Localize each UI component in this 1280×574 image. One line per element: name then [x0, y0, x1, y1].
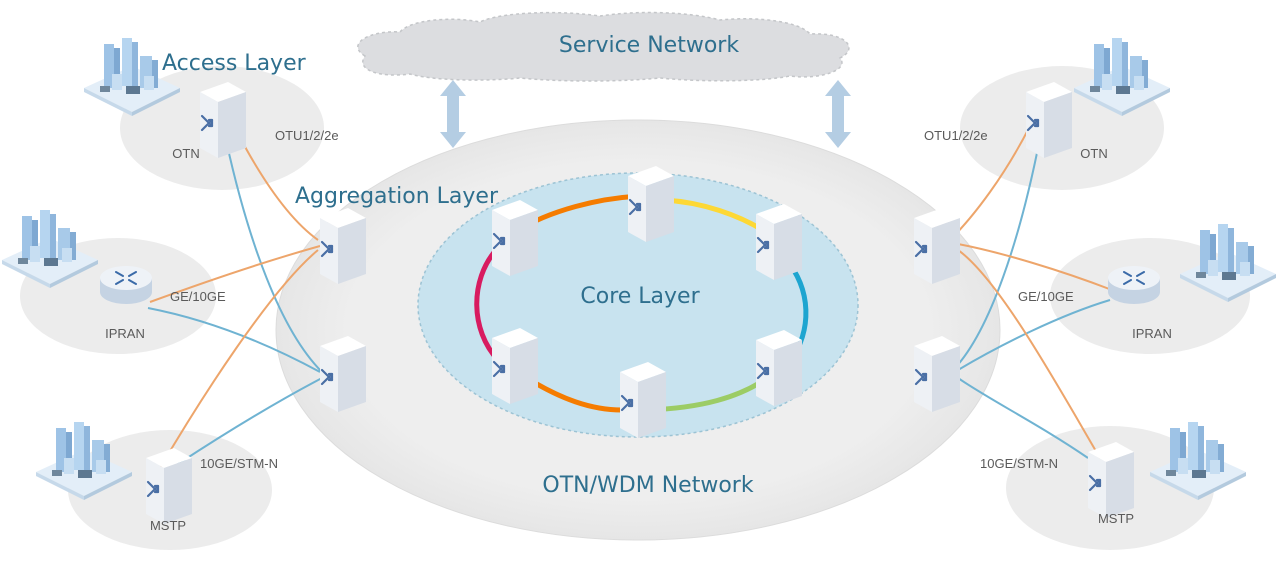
right-ipran-link-label: GE/10GE: [1018, 289, 1074, 304]
double-arrow-icon: [440, 80, 466, 148]
service-network-label: Service Network: [559, 33, 739, 58]
switch-icon: [1024, 80, 1074, 160]
router-icon: [1107, 265, 1161, 305]
switch-icon: [618, 360, 668, 440]
left-mstp-device-label: MSTP: [150, 518, 186, 533]
switch-icon: [490, 326, 540, 406]
double-arrow-icon: [825, 80, 851, 148]
switch-icon: [754, 202, 804, 282]
service-network-cloud: Service Network: [357, 11, 850, 82]
left-otn-link-label: OTU1/2/2e: [275, 128, 339, 143]
switch-icon: [626, 164, 676, 244]
right-otn-device-label: OTN: [1080, 146, 1107, 161]
switch-icon: [490, 198, 540, 278]
switch-icon: [144, 446, 194, 526]
switch-icon: [754, 328, 804, 408]
cloud-icon: [357, 11, 850, 82]
right-mstp-link-label: 10GE/STM-N: [980, 456, 1058, 471]
switch-icon: [912, 334, 962, 414]
left-mstp-link-label: 10GE/STM-N: [200, 456, 278, 471]
left-ipran-device-label: IPRAN: [105, 326, 145, 341]
router-icon: [99, 265, 153, 305]
switch-icon: [1086, 440, 1136, 520]
access-layer-label: Access Layer: [162, 51, 307, 76]
right-mstp-device-label: MSTP: [1098, 511, 1134, 526]
right-otn-link-label: OTU1/2/2e: [924, 128, 988, 143]
switch-icon: [318, 206, 368, 286]
left-otn-device-label: OTN: [172, 146, 199, 161]
right-ipran-device-label: IPRAN: [1132, 326, 1172, 341]
switch-icon: [912, 206, 962, 286]
left-ipran-link-label: GE/10GE: [170, 289, 226, 304]
core-layer-label: Core Layer: [580, 284, 700, 309]
aggregation-layer-label: Aggregation Layer: [295, 184, 499, 209]
aggregation-core-links: [368, 237, 912, 373]
switch-icon: [198, 80, 248, 160]
switch-icon: [318, 334, 368, 414]
otn-wdm-network-label: OTN/WDM Network: [542, 473, 753, 498]
